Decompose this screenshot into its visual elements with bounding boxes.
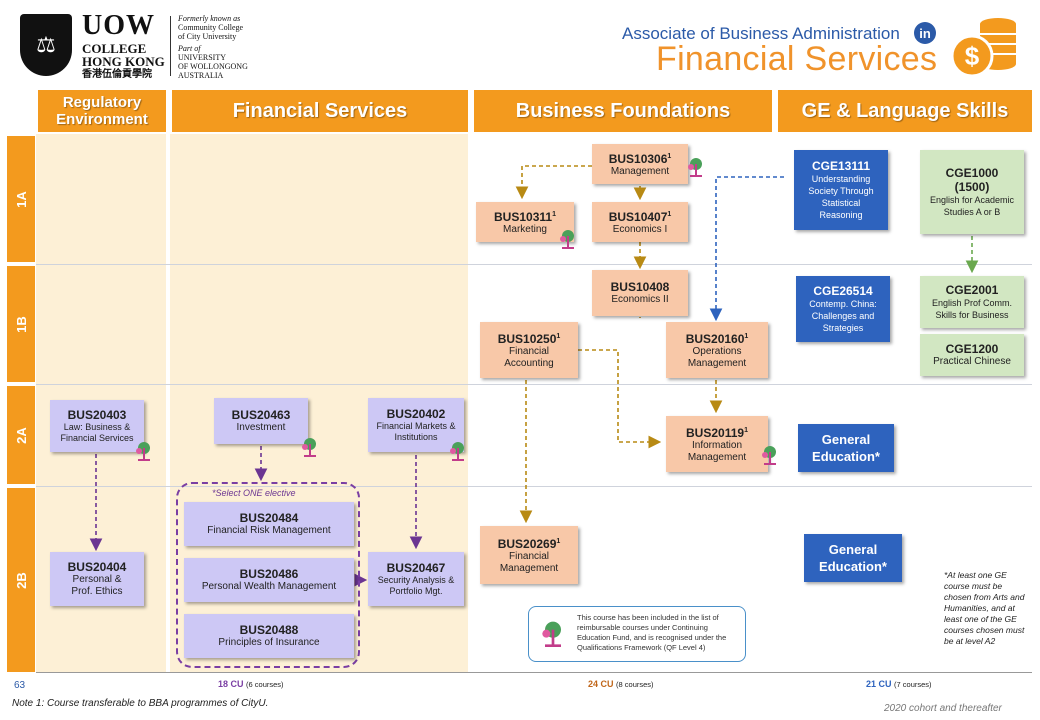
course-box-bus20402[interactable]: BUS20402 Financial Markets & Institution… [368, 398, 464, 452]
course-box-cge13111[interactable]: CGE13111 Understanding Society Through S… [794, 150, 888, 230]
general-education-box-2a[interactable]: General Education* [798, 424, 894, 472]
coins-dollar-icon: $ [950, 18, 1016, 78]
university-line-2: OF WOLLONGONG [178, 62, 248, 71]
column-header-regulatory: Regulatory Environment [38, 90, 166, 132]
logo-name: UOW [82, 10, 155, 41]
logo-chinese-name: 香港伍倫貢學院 [82, 69, 152, 80]
row-divider [36, 486, 1032, 487]
course-box-bus20269[interactable]: BUS202691 Financial Management [480, 526, 578, 584]
column-header-ge-language: GE & Language Skills [778, 90, 1032, 132]
course-box-cge26514[interactable]: CGE26514 Contemp. China: Challenges and … [796, 276, 890, 342]
cef-tree-icon [136, 442, 150, 461]
course-box-bus20119[interactable]: BUS201191 Information Management [666, 416, 768, 472]
university-line-1: UNIVERSITY [178, 53, 226, 62]
programme-title-small: Associate of Business Administration [622, 24, 900, 43]
page-number: 63 [14, 680, 26, 691]
logo-divider [170, 16, 171, 76]
row-label-1a: 1A [7, 136, 35, 262]
svg-text:$: $ [965, 41, 980, 71]
college-logo: UOW COLLEGE HONG KONG 香港伍倫貢學院 [82, 12, 165, 80]
course-box-bus10306[interactable]: BUS103061 Management [592, 144, 688, 184]
credit-financial-services: 18 CU (6 courses) [218, 679, 284, 689]
row-label-1b: 1B [7, 266, 35, 382]
course-box-cge1200[interactable]: CGE1200 Practical Chinese [920, 334, 1024, 376]
row-label-2b: 2B [7, 488, 35, 672]
row-divider [36, 384, 1032, 385]
programme-title-big: Financial Services [656, 40, 938, 78]
course-box-bus20486[interactable]: BUS20486 Personal Wealth Management [184, 558, 354, 602]
logo-line3: HONG KONG [82, 54, 165, 69]
cef-tree-icon [688, 158, 702, 177]
cef-tree-icon [542, 621, 561, 647]
part-of-label: Part of [178, 44, 201, 53]
row-divider [36, 264, 1032, 265]
row-label-2a: 2A [7, 386, 35, 484]
arrow-bus10306-bus10311 [515, 165, 592, 200]
credit-ge-language: 21 CU (7 courses) [866, 679, 932, 689]
cef-tree-icon [450, 442, 464, 461]
arrow-bus10250-bus20119 [578, 349, 662, 449]
course-box-bus20404[interactable]: BUS20404 Personal & Prof. Ethics [50, 552, 144, 606]
formerly-name-1: Community College [178, 23, 244, 32]
course-box-bus20463[interactable]: BUS20463 Investment [214, 398, 308, 444]
column-header-financial-services: Financial Services [172, 90, 468, 132]
course-box-bus20467[interactable]: BUS20467 Security Analysis & Portfolio M… [368, 552, 464, 606]
formerly-label: Formerly known as [178, 14, 241, 23]
transfer-footnote: Note 1: Course transferable to BBA progr… [12, 698, 269, 709]
row-divider [36, 672, 1032, 673]
course-box-bus20488[interactable]: BUS20488 Principles of Insurance [184, 614, 354, 658]
course-box-cge1000[interactable]: CGE1000 (1500) English for Academic Stud… [920, 150, 1024, 234]
cef-note-text: This course has been included in the lis… [577, 613, 727, 652]
course-box-bus10408[interactable]: BUS10408 Economics II [592, 270, 688, 316]
course-box-bus20403[interactable]: BUS20403 Law: Business & Financial Servi… [50, 400, 144, 452]
cef-tree-icon [302, 438, 316, 457]
cef-tree-icon [762, 446, 776, 465]
course-box-cge2001[interactable]: CGE2001 English Prof Comm. Skills for Bu… [920, 276, 1024, 328]
formerly-name-2: of City University [178, 32, 237, 41]
arrow-management-to-operations [709, 176, 784, 322]
cef-tree-icon [560, 230, 574, 249]
university-line-3: AUSTRALIA [178, 71, 224, 80]
column-header-business-foundations: Business Foundations [474, 90, 772, 132]
cohort-note: 2020 cohort and thereafter [884, 703, 1002, 714]
cef-note-box: This course has been included in the lis… [528, 606, 746, 662]
course-box-bus20160[interactable]: BUS201601 Operations Management [666, 322, 768, 378]
uow-shield-icon: ⚖ [20, 14, 72, 76]
course-box-bus20484[interactable]: BUS20484 Financial Risk Management [184, 502, 354, 546]
course-box-bus10311[interactable]: BUS103111 Marketing [476, 202, 574, 242]
credit-business-foundations: 24 CU (8 courses) [588, 679, 654, 689]
elective-group [176, 482, 360, 668]
logo-line2: COLLEGE [82, 41, 147, 56]
course-box-bus10407[interactable]: BUS104071 Economics I [592, 202, 688, 242]
ge-requirement-note: *At least one GE course must be chosen f… [944, 570, 1025, 646]
logo-affiliation: Formerly known as Community College of C… [178, 14, 248, 80]
in-badge: in [914, 22, 936, 44]
course-box-bus10250[interactable]: BUS102501 Financial Accounting [480, 322, 578, 378]
select-elective-note: *Select ONE elective [212, 488, 296, 498]
general-education-box-2b[interactable]: General Education* [804, 534, 902, 582]
